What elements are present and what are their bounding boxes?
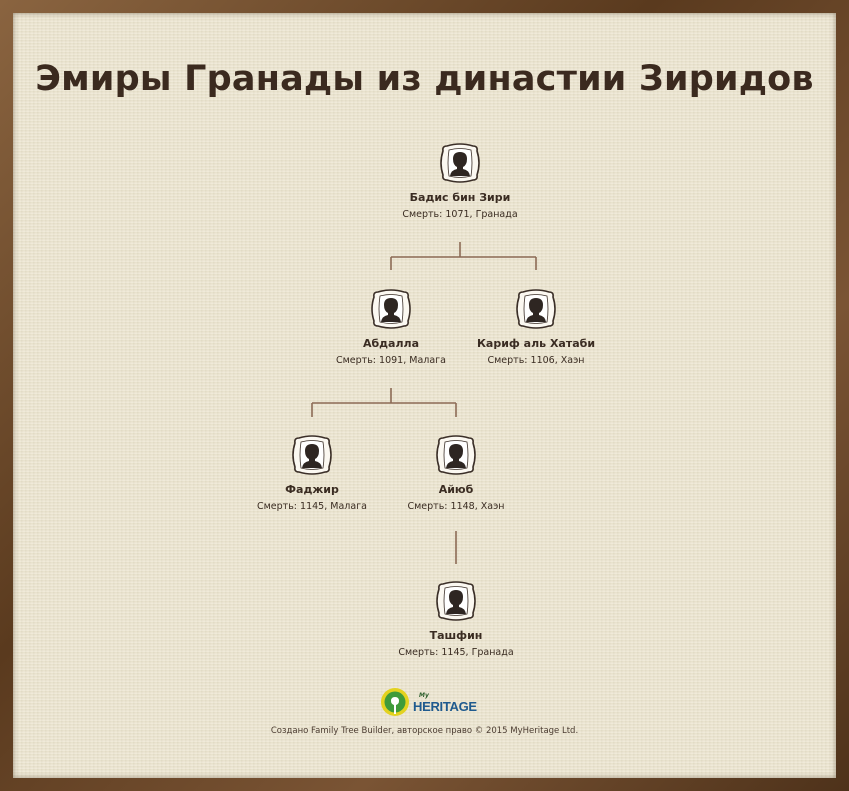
person-death: Смерть: 1148, Хаэн <box>407 501 505 512</box>
person-death: Смерть: 1106, Хаэн <box>487 355 585 366</box>
tree-canvas: Эмиры Гранады из династии Зиридов <box>13 13 836 778</box>
person-card-tashfin[interactable]: Ташфин Смерть: 1145, Гранада <box>371 579 541 658</box>
person-card-ayub[interactable]: Айюб Смерть: 1148, Хаэн <box>371 433 541 512</box>
silhouette-portrait-icon <box>292 435 332 475</box>
chart-title: Эмиры Гранады из династии Зиридов <box>35 59 814 99</box>
silhouette-portrait-icon <box>371 289 411 329</box>
person-card-fadjir[interactable]: Фаджир Смерть: 1145, Малага <box>227 433 397 512</box>
person-card-badis[interactable]: Бадис бин Зири Смерть: 1071, Гранада <box>375 141 545 220</box>
silhouette-portrait-icon <box>516 289 556 329</box>
person-name: Ташфин <box>429 629 483 642</box>
person-death: Смерть: 1071, Гранада <box>402 209 518 220</box>
person-card-abdalla[interactable]: Абдалла Смерть: 1091, Малага <box>306 287 476 366</box>
logo-text-heritage: HERITAGE <box>413 699 477 714</box>
silhouette-portrait-icon <box>436 581 476 621</box>
logo-text-my: My <box>419 692 429 699</box>
person-name: Фаджир <box>285 483 339 496</box>
silhouette-portrait-icon <box>440 143 480 183</box>
myheritage-logo[interactable]: My HERITAGE <box>379 687 477 719</box>
person-death: Смерть: 1091, Малага <box>336 355 446 366</box>
tree-connectors <box>311 242 537 564</box>
person-name: Айюб <box>438 483 474 496</box>
credits-text: Создано Family Tree Builder, авторское п… <box>270 726 579 736</box>
person-death: Смерть: 1145, Малага <box>257 501 367 512</box>
silhouette-portrait-icon <box>436 435 476 475</box>
person-name: Бадис бин Зири <box>409 191 511 204</box>
person-name: Кариф аль Хатаби <box>476 337 596 350</box>
person-name: Абдалла <box>362 337 420 350</box>
tree-logo-icon <box>381 688 409 716</box>
person-death: Смерть: 1145, Гранада <box>398 647 514 658</box>
person-card-karif[interactable]: Кариф аль Хатаби Смерть: 1106, Хаэн <box>451 287 621 366</box>
